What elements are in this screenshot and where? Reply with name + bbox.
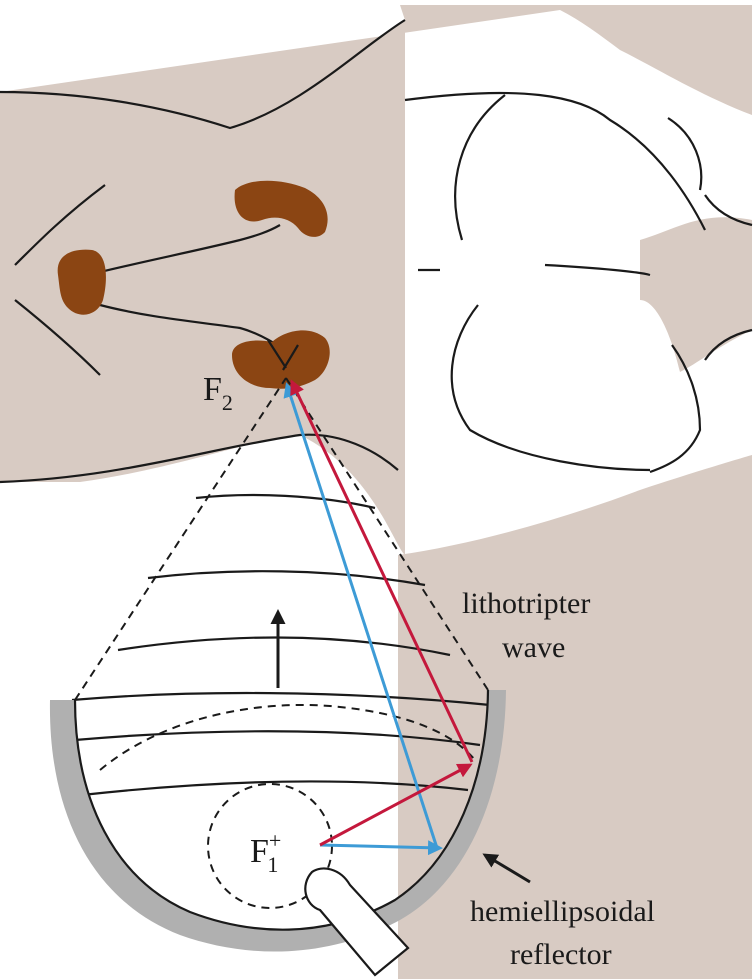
label-lithotripter: lithotripter: [462, 587, 590, 620]
body-bottom-outline: [0, 433, 399, 484]
ureter-upper: [99, 224, 281, 274]
arm-outline-upper: [667, 117, 703, 191]
blue-ray-to-f2: [283, 382, 439, 849]
wavefront-4: [71, 691, 491, 707]
chest-curve-lower: [450, 304, 651, 472]
upper-kidney: [234, 180, 328, 237]
torso-shape: [0, 5, 752, 979]
label-reflector: reflector: [510, 938, 612, 971]
body-top-outline: [0, 19, 406, 130]
focus-cone: [74, 377, 489, 701]
neck-outline-lower: [704, 328, 753, 361]
reflector-inner-edge: [73, 689, 490, 931]
leg-line-lower: [14, 299, 101, 376]
patient-body: [0, 5, 753, 979]
label-f1: F+1: [250, 828, 281, 877]
arm-outline-lower: [649, 344, 702, 474]
bladder: [57, 249, 106, 315]
red-ray-diagonal: [319, 763, 473, 847]
leg-line-upper: [14, 184, 106, 266]
neck-outline: [704, 194, 753, 227]
label-wave: wave: [502, 631, 565, 664]
ureter-lower: [99, 303, 286, 351]
wavefront-1: [195, 493, 376, 510]
probe-body: [304, 867, 410, 977]
kidney-stone-line: [267, 339, 299, 371]
wavefront-2: [147, 570, 426, 587]
torso-midline: [544, 263, 651, 277]
chest-curve-upper: [454, 94, 506, 241]
upper-torso-line: [404, 91, 706, 231]
blue-ray-horizontal: [319, 840, 443, 856]
wavefront-3: [117, 636, 451, 657]
electrode-probe: [304, 867, 410, 977]
reflector-pointer-arrow: [482, 853, 531, 884]
wavefront-5: [74, 730, 481, 747]
lower-body-shape: [0, 20, 405, 555]
label-f2: F2: [203, 371, 233, 415]
red-ray-to-f2: [290, 379, 474, 763]
label-hemiellipsoidal: hemiellipsoidal: [470, 895, 655, 928]
rays: [283, 379, 474, 856]
cone-right-edge: [285, 377, 489, 691]
